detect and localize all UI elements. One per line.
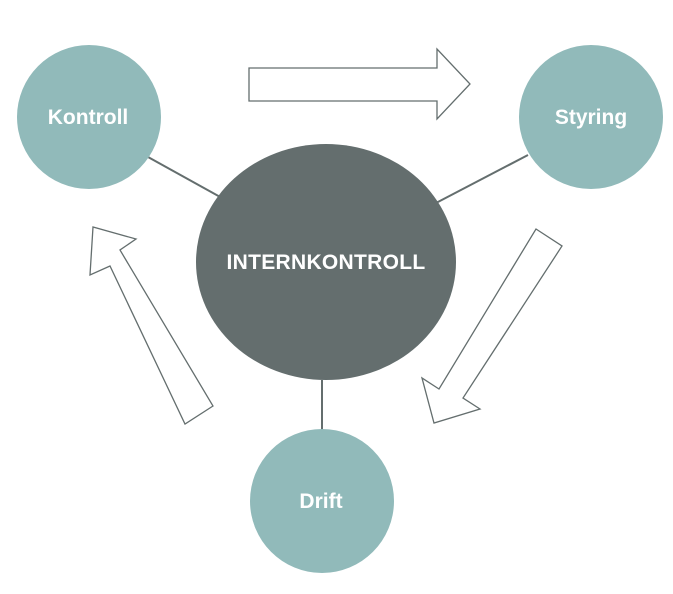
node-drift-label: Drift xyxy=(299,490,342,513)
arrow-kontroll-to-styring xyxy=(248,47,471,121)
node-drift: Drift xyxy=(250,429,394,573)
node-kontroll-circle xyxy=(17,45,161,189)
node-kontroll-label: Kontroll xyxy=(48,106,128,129)
center-label: INTERNKONTROLL xyxy=(226,251,425,274)
node-styring: Styring xyxy=(519,45,663,189)
arrow-drift-to-kontroll xyxy=(89,226,214,425)
connector-styring xyxy=(435,154,529,204)
connector-kontroll xyxy=(147,156,223,199)
arrow-styring-to-drift xyxy=(420,228,563,424)
node-kontroll: Kontroll xyxy=(17,45,161,189)
center-ellipse xyxy=(196,144,456,380)
node-center: INTERNKONTROLL xyxy=(196,144,456,380)
node-styring-circle xyxy=(519,45,663,189)
node-drift-circle xyxy=(250,429,394,573)
node-styring-label: Styring xyxy=(555,106,627,129)
